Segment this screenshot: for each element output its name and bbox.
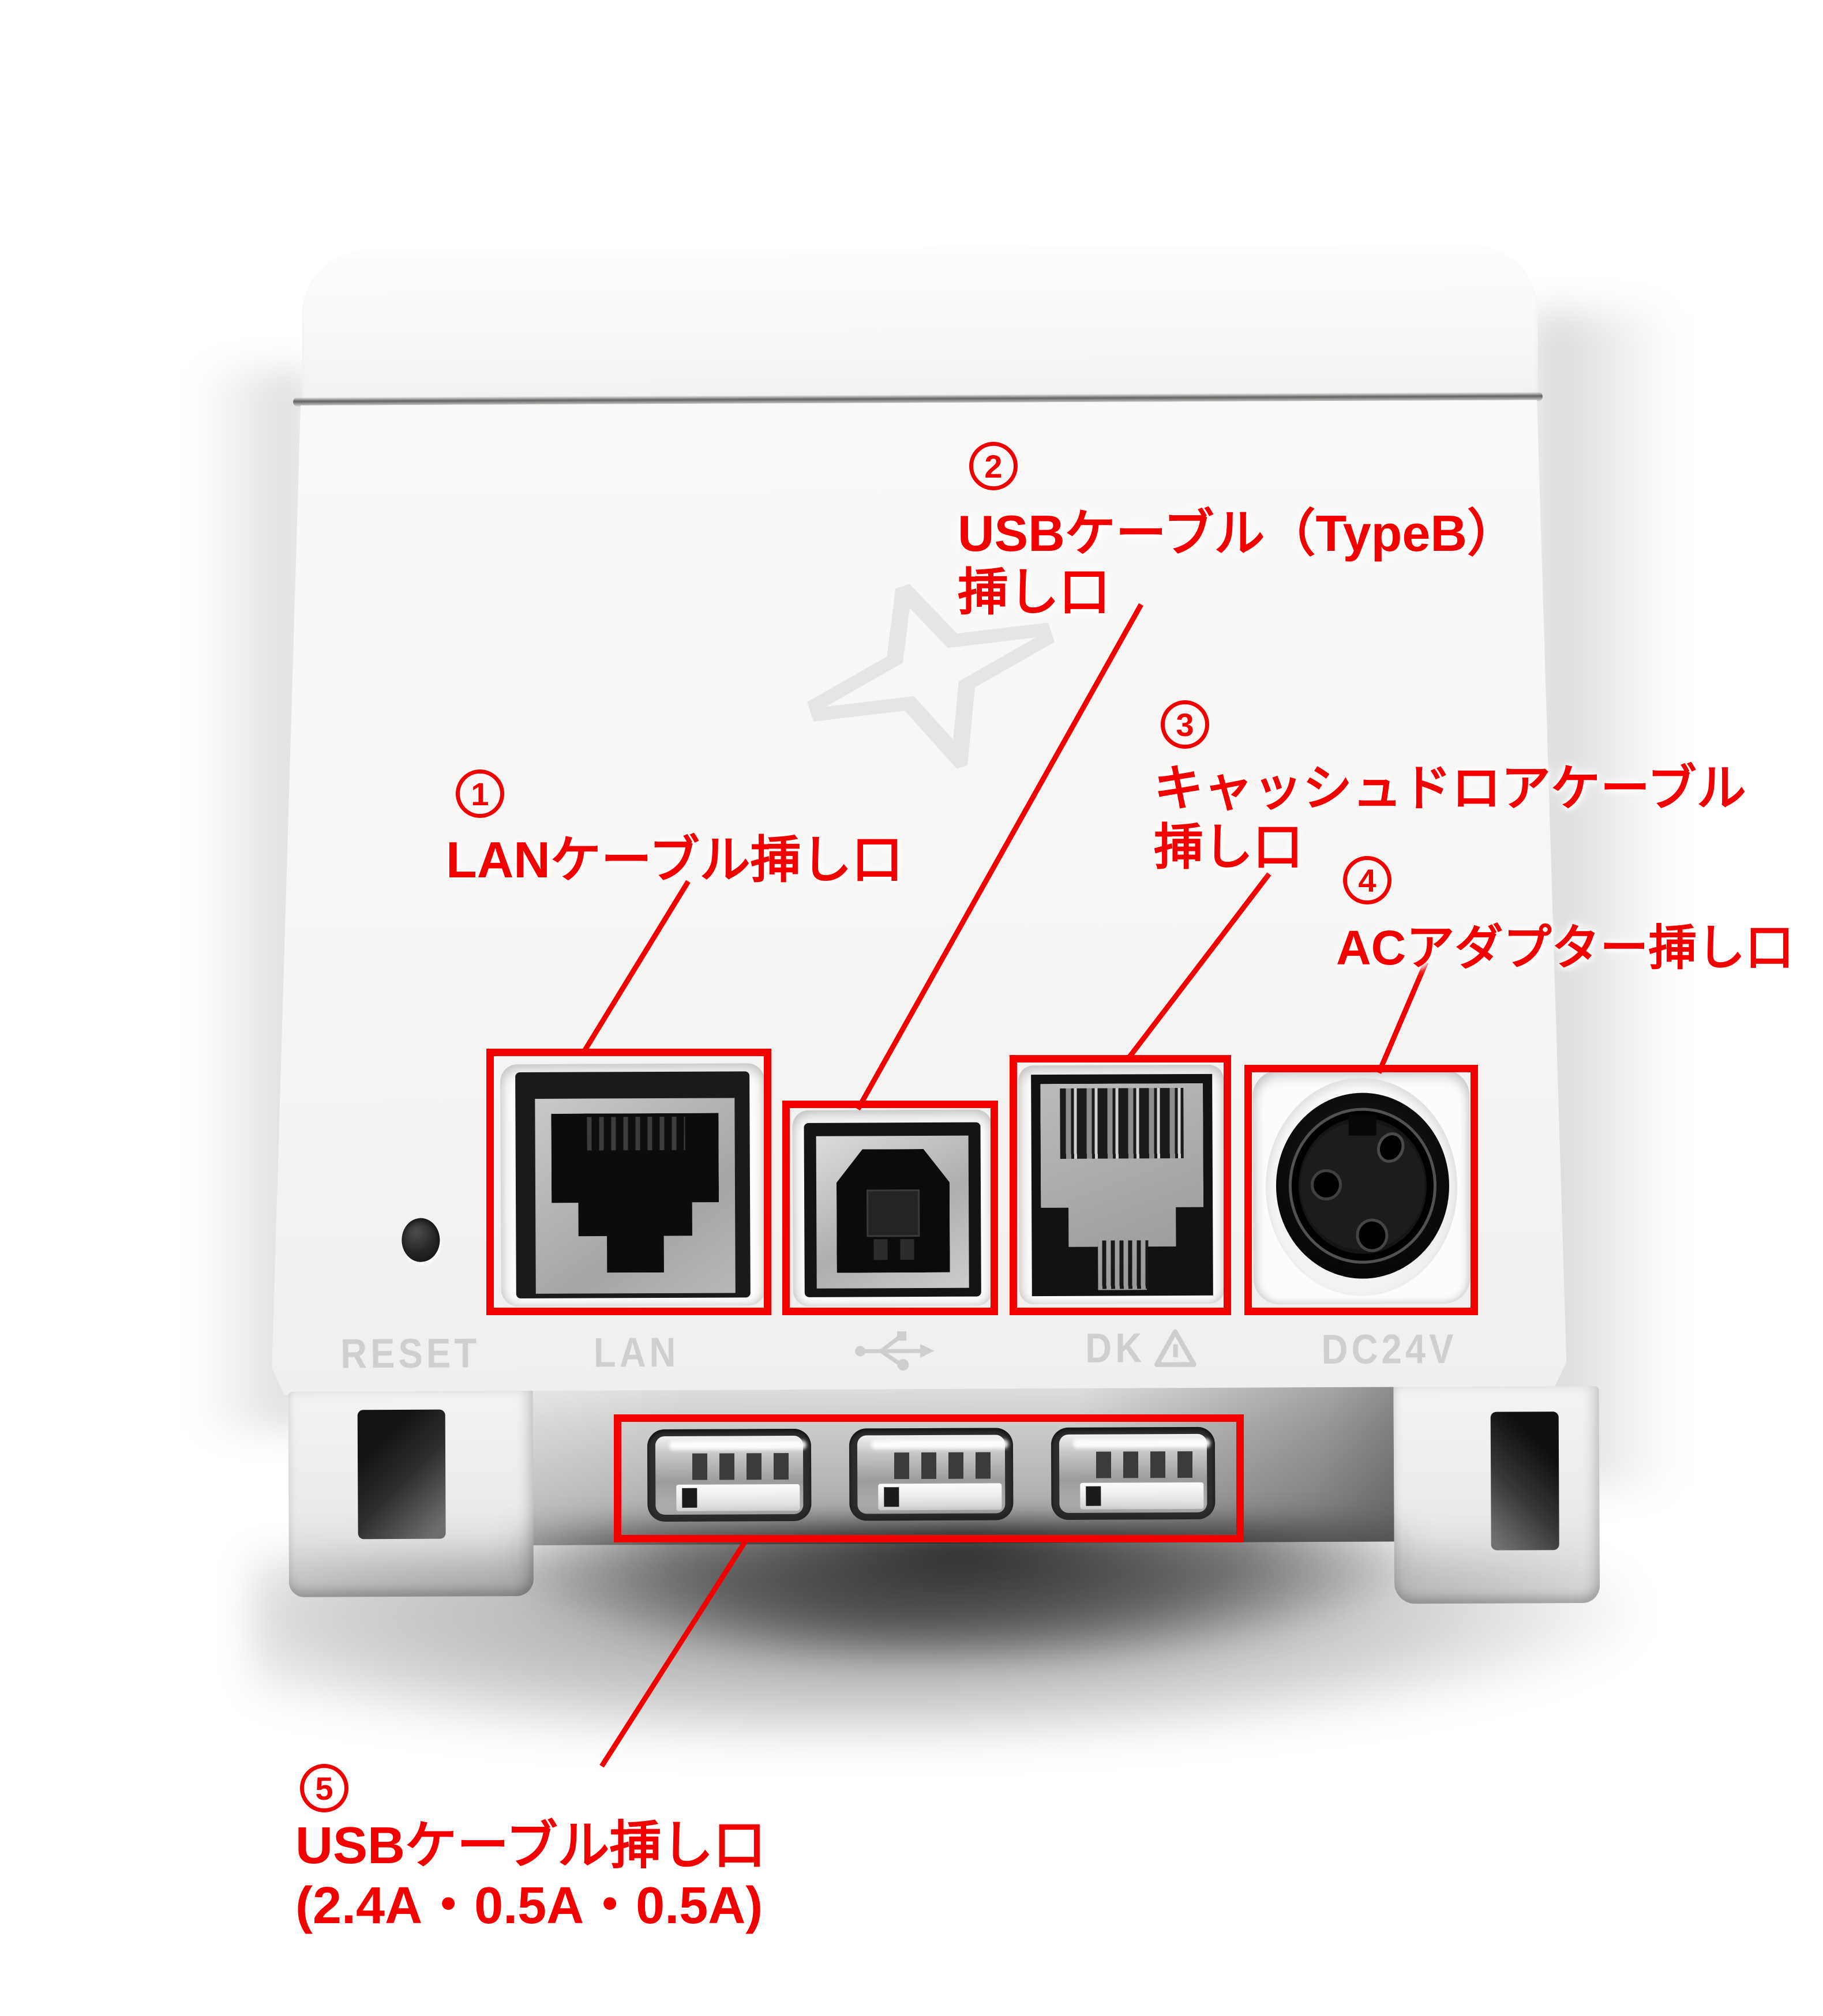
- dk-label: DK: [1085, 1325, 1146, 1372]
- highlight-box-usb-a-ports: [614, 1414, 1244, 1542]
- annotation-3-circled-number: 3: [1161, 700, 1209, 749]
- annotation-5-line2: (2.4A・0.5A・0.5A): [295, 1877, 763, 1935]
- ground-shadow: [250, 1548, 1637, 1751]
- highlight-box-cash-drawer-port: [1010, 1055, 1231, 1315]
- reset-label: RESET: [340, 1330, 481, 1377]
- annotation-2-line2: 挿し口: [958, 564, 1111, 621]
- annotation-5-circled-number: 5: [300, 1764, 348, 1812]
- highlight-box-dc-power-port: [1244, 1065, 1478, 1315]
- highlight-box-lan-port: [486, 1049, 771, 1315]
- annotation-4-circled-number: 4: [1343, 856, 1391, 904]
- annotation-3-label: キャッシュドロアケーブル 挿し口: [1154, 759, 1746, 877]
- annotation-1-circled-number: 1: [456, 769, 504, 818]
- annotation-5-line1: USBケーブル挿し口: [295, 1817, 766, 1875]
- annotation-2-label: USBケーブル（TypeB） 挿し口: [958, 504, 1518, 622]
- annotation-3-line2: 挿し口: [1154, 820, 1303, 875]
- annotation-1-label: LANケーブル挿し口: [446, 831, 903, 888]
- right-foot-slot: [1490, 1411, 1559, 1551]
- left-foot-slot: [357, 1409, 446, 1540]
- highlight-box-usb-b-port: [782, 1101, 998, 1315]
- annotation-5-label: USBケーブル挿し口 (2.4A・0.5A・0.5A): [295, 1816, 766, 1936]
- reset-button-hole: [402, 1218, 440, 1262]
- dc24v-label: DC24V: [1321, 1326, 1457, 1373]
- lan-label: LAN: [593, 1329, 680, 1376]
- warning-triangle-icon: [1154, 1329, 1196, 1367]
- annotation-2-circled-number: 2: [969, 442, 1018, 490]
- dk-label-group: DK: [1072, 1324, 1205, 1372]
- annotation-3-line1: キャッシュドロアケーブル: [1154, 761, 1746, 816]
- annotation-2-line1: USBケーブル（TypeB）: [958, 505, 1518, 562]
- printer-top-cover: [301, 245, 1539, 408]
- usb-trident-icon: [855, 1331, 935, 1371]
- annotation-4-label: ACアダプター挿し口: [1336, 921, 1794, 975]
